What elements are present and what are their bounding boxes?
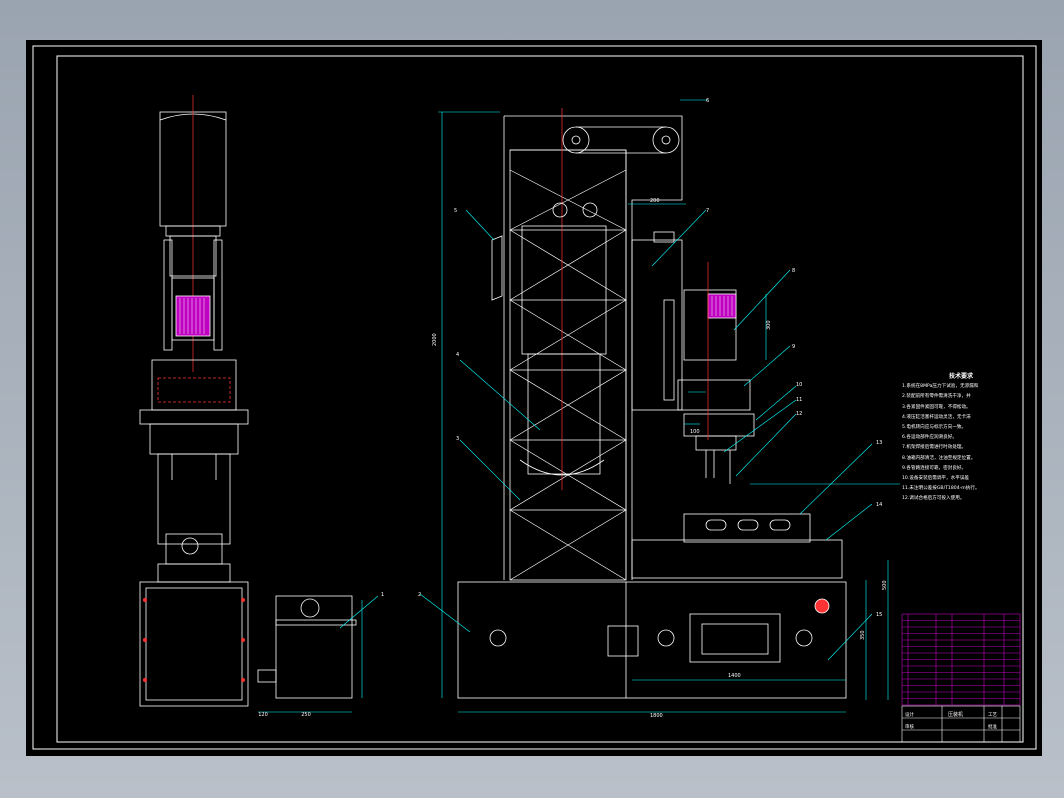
note-line: 4.液压缸活塞杆运动灵活，无卡滞 xyxy=(902,414,971,420)
dim-table-h: 350 xyxy=(860,630,866,640)
inner-frame xyxy=(56,55,1024,743)
title-block-process: 工艺 xyxy=(988,712,997,718)
title-block-approve: 批准 xyxy=(988,723,997,730)
note-line: 8.油箱内部清洁，注油至规定位置。 xyxy=(902,455,976,461)
balloon-1: 1 xyxy=(381,592,384,598)
balloon-5: 5 xyxy=(454,208,457,214)
title-block-design: 设计 xyxy=(905,711,914,718)
note-line: 5.电机转向应与标示方向一致。 xyxy=(902,425,967,431)
note-line: 6.各运动部件应润滑良好。 xyxy=(902,435,957,441)
technical-notes: 技术要求 1.系统在8MPa压力下试验，无渗漏和 2.装配前所有零件需清洗干净，… xyxy=(902,372,1020,505)
dim-head-h: 100 xyxy=(690,429,700,435)
dim-base-width: 1800 xyxy=(650,713,663,719)
dim-right-h2: 500 xyxy=(882,580,888,590)
dim-inner-width: 1400 xyxy=(728,673,741,679)
title-block xyxy=(901,705,1021,743)
balloon-13: 13 xyxy=(876,440,882,446)
note-line: 3.各紧固件紧固可靠，不得松动。 xyxy=(902,404,971,410)
balloon-3: 3 xyxy=(456,436,459,442)
balloon-10: 10 xyxy=(796,382,802,388)
balloon-11: 11 xyxy=(796,397,802,403)
note-line: 9.各管路连接可靠，密封良好。 xyxy=(902,465,967,471)
balloon-6: 6 xyxy=(706,98,709,104)
bom-table xyxy=(901,613,1021,706)
note-line: 10.设备安装后需调平，水平误差 xyxy=(902,476,970,482)
front-view xyxy=(457,108,847,699)
outer-frame xyxy=(32,45,1037,750)
dimension-lines xyxy=(419,99,900,713)
title-block-review: 审核 xyxy=(905,723,914,730)
note-line: 11.未注明公差按GB/T1804-m执行。 xyxy=(902,486,980,492)
note-line: 12.调试合格后方可投入使用。 xyxy=(902,496,965,502)
balloon-12: 12 xyxy=(796,411,802,417)
balloon-2: 2 xyxy=(418,592,421,598)
left-side-view xyxy=(139,95,379,713)
notes-heading: 技术要求 xyxy=(948,373,973,380)
balloon-14: 14 xyxy=(876,502,882,508)
dim-left-tank-offset: 120 xyxy=(258,712,268,718)
dim-right-h1: 300 xyxy=(766,320,772,330)
balloon-4: 4 xyxy=(456,352,459,358)
balloon-15: 15 xyxy=(876,612,882,618)
dim-total-height: 2000 xyxy=(432,333,438,346)
note-line: 2.装配前所有零件需清洗干净，并 xyxy=(902,394,971,400)
title-block-name: 压装机 xyxy=(948,711,963,718)
note-line: 7.机架焊接后需进行时效处理。 xyxy=(902,445,967,451)
note-line: 1.系统在8MPa压力下试验，无渗漏和 xyxy=(902,384,979,390)
drawing-sheet xyxy=(26,40,1042,756)
balloon-9: 9 xyxy=(792,344,795,350)
dim-head-w: 200 xyxy=(650,198,660,204)
balloon-8: 8 xyxy=(792,268,795,274)
dim-left-tank-w: 250 xyxy=(301,712,311,718)
balloon-7: 7 xyxy=(706,208,709,214)
